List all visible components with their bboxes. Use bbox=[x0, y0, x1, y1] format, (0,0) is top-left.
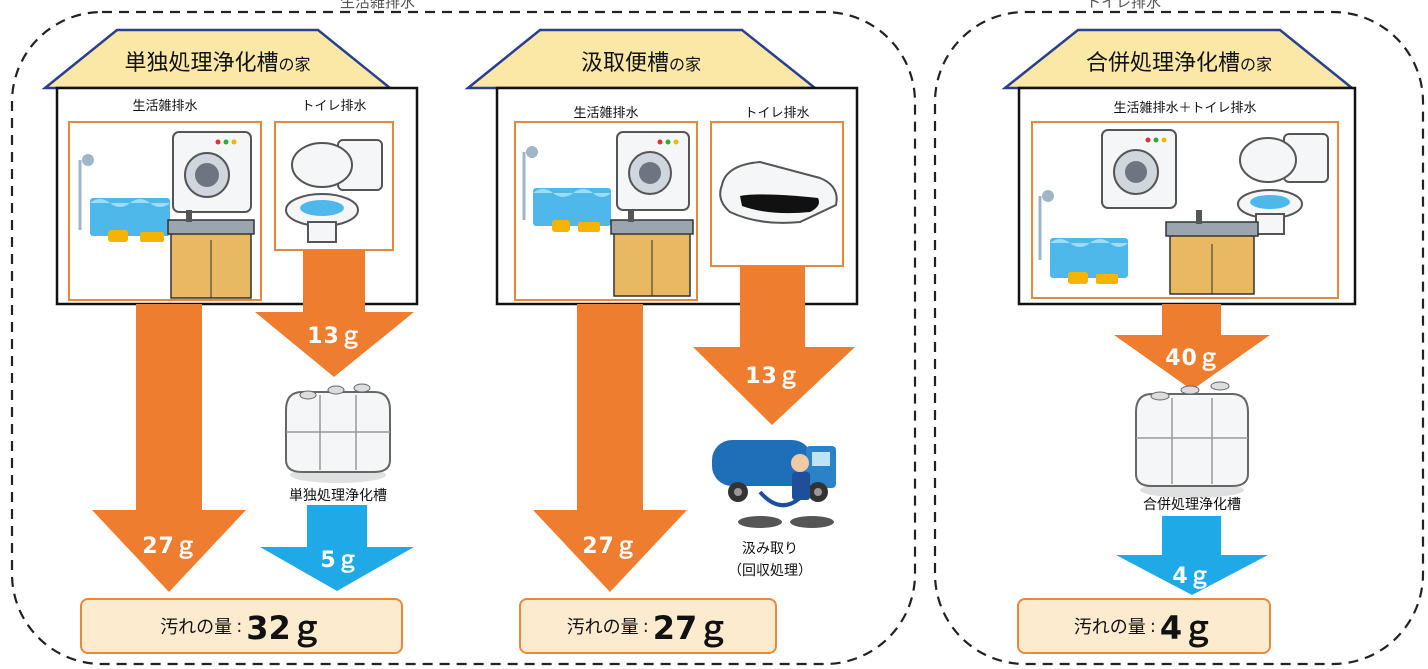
group-boundary-left bbox=[10, 10, 917, 666]
house2-title-main: 汲取便槽 bbox=[580, 51, 669, 76]
house1-gray-label: 生活雑排水 bbox=[132, 99, 198, 114]
house1-title-main: 単独処理浄化槽 bbox=[124, 51, 279, 76]
house2-squat-toilet-icon bbox=[719, 160, 838, 224]
house1-washer-icon bbox=[172, 131, 252, 213]
house1-sink-icon bbox=[167, 210, 255, 299]
group-boundary-right bbox=[933, 10, 1425, 666]
house2-flow-toilet: 13ｇ bbox=[745, 364, 801, 389]
house2-arrow-toilet bbox=[693, 266, 855, 425]
house1-bath-icon bbox=[78, 154, 170, 242]
house2-result-colon: : bbox=[642, 615, 649, 637]
house3-result-box: 汚れの量:4ｇ bbox=[1017, 598, 1271, 654]
house1-title-suffix: の家 bbox=[278, 55, 311, 74]
house1-result-colon: : bbox=[236, 615, 243, 637]
house2-collect-line2: （回収処理） bbox=[728, 563, 812, 579]
house2-result-label: 汚れの量 bbox=[566, 617, 639, 638]
house2-toilet-label: トイレ排水 bbox=[744, 106, 810, 121]
house2-sink-icon bbox=[610, 210, 694, 297]
house3-bath-icon bbox=[1038, 190, 1128, 284]
house3-washer-icon bbox=[1101, 129, 1177, 209]
house3-sink-icon bbox=[1165, 210, 1259, 295]
house1-toilet-icon bbox=[285, 139, 383, 243]
top-label-right: トイレ排水 bbox=[1086, 0, 1162, 11]
house2-vacuum-truck-icon bbox=[712, 440, 836, 528]
house2-title-suffix: の家 bbox=[669, 55, 702, 74]
house1-flow-treated: 5ｇ bbox=[320, 548, 360, 573]
house1-flow-gray: 27ｇ bbox=[142, 534, 198, 559]
house2-washer-icon bbox=[616, 131, 690, 211]
house2-gray-label: 生活雑排水 bbox=[573, 106, 639, 121]
house2-title: 汲取便槽の家 bbox=[540, 45, 742, 77]
house3-result-label: 汚れの量 bbox=[1073, 617, 1146, 638]
house1-arrow-toilet bbox=[255, 250, 414, 377]
house1-result-box: 汚れの量:32ｇ bbox=[80, 598, 403, 654]
house3-arrow-treated bbox=[1116, 516, 1268, 595]
house1-toilet-label: トイレ排水 bbox=[301, 99, 367, 114]
house2-flow-gray: 27ｇ bbox=[582, 534, 638, 559]
house1-septic-tank-icon bbox=[285, 383, 391, 483]
house3-result-value: 4ｇ bbox=[1159, 609, 1215, 647]
house1-result-label: 汚れの量 bbox=[160, 617, 233, 638]
house3-title: 合併処理浄化槽の家 bbox=[1078, 45, 1280, 77]
house1-title: 単独処理浄化槽の家 bbox=[117, 45, 318, 77]
house3-title-main: 合併処理浄化槽 bbox=[1085, 51, 1240, 76]
house2-collect-line1: 汲み取り bbox=[742, 541, 798, 557]
house1-arrow-treated bbox=[260, 505, 414, 591]
house3-arrow-in bbox=[1114, 304, 1270, 390]
house3-result-colon: : bbox=[1149, 615, 1156, 637]
house1-flow-toilet: 13ｇ bbox=[307, 324, 363, 349]
house3-flow-in: 40ｇ bbox=[1165, 346, 1221, 371]
top-label-left: 生活雑排水 bbox=[340, 0, 416, 11]
house2-result-value: 27ｇ bbox=[652, 609, 730, 647]
house3-septic-tank-icon bbox=[1135, 381, 1249, 498]
house1-result-value: 32ｇ bbox=[246, 609, 323, 647]
house1-arrow-gray bbox=[92, 304, 246, 592]
house2-result-box: 汚れの量:27ｇ bbox=[519, 598, 777, 654]
house2-arrow-gray bbox=[533, 304, 687, 592]
house3-tank-label: 合併処理浄化槽 bbox=[1143, 497, 1241, 513]
house2-bath-icon bbox=[522, 146, 611, 232]
house3-toilet-icon bbox=[1237, 133, 1329, 235]
house3-title-suffix: の家 bbox=[1240, 55, 1273, 74]
house3-combined-label: 生活雑排水＋トイレ排水 bbox=[1113, 101, 1257, 116]
house3-flow-treated: 4ｇ bbox=[1172, 564, 1212, 589]
house1-tank-label: 単独処理浄化槽 bbox=[289, 488, 387, 504]
